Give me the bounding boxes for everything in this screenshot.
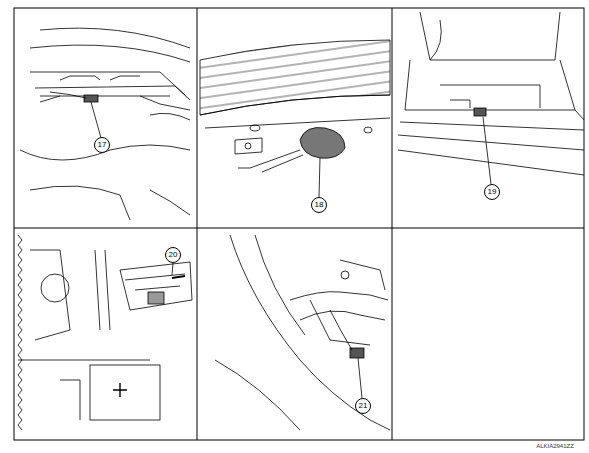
engine-bay — [18, 235, 192, 430]
panel-grid — [14, 8, 584, 440]
rear-bumper — [398, 12, 584, 175]
leader-line — [358, 358, 362, 398]
callout-number: 18 — [311, 197, 327, 213]
callout-number: 19 — [484, 184, 500, 200]
front-bumper — [20, 28, 190, 220]
leader-line — [319, 158, 320, 197]
callout-number: 20 — [165, 247, 181, 263]
callout-number: 17 — [94, 137, 110, 153]
figure-code: ALKIA2941ZZ — [536, 443, 574, 449]
callout-number: 21 — [355, 398, 371, 414]
leader-line — [91, 102, 101, 138]
grille-area — [200, 40, 390, 172]
headlamp-area — [215, 235, 390, 430]
leader-line — [172, 263, 173, 275]
leader-line — [483, 117, 491, 184]
